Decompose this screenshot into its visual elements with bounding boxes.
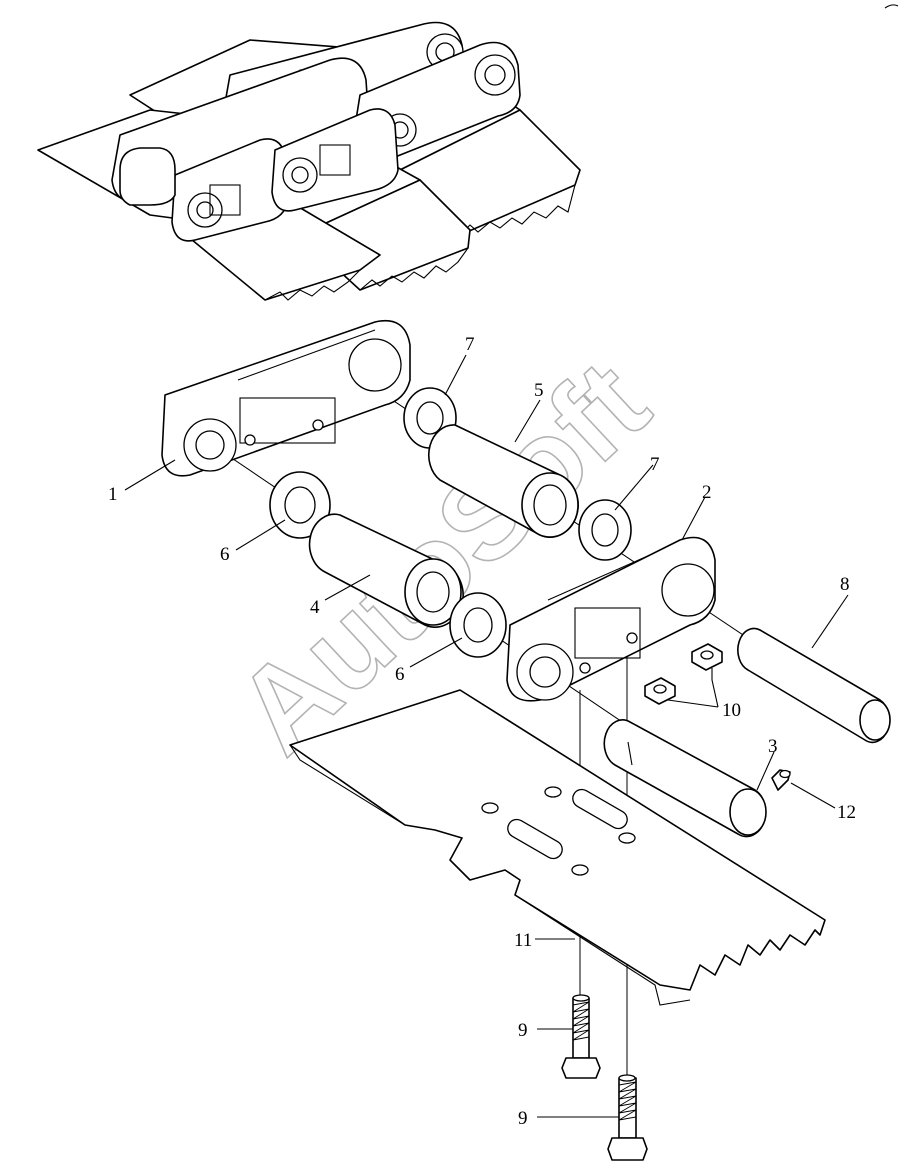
part-10-nut-upper xyxy=(691,643,723,671)
part-9-bolt-upper xyxy=(561,994,601,1079)
callout-1: 1 xyxy=(108,484,118,505)
corner-mark xyxy=(884,4,899,9)
part-6-ring-right xyxy=(449,592,507,658)
part-10-nut-lower xyxy=(644,677,676,705)
part-4-bushing xyxy=(308,513,464,628)
part-3-master-pin xyxy=(603,719,767,838)
callout-3: 3 xyxy=(768,736,778,757)
callout-8: 8 xyxy=(840,574,850,595)
part-8-track-pin xyxy=(737,627,891,744)
assembled-links-front xyxy=(119,108,399,242)
part-11-track-shoe xyxy=(289,689,826,1006)
assembled-track-chain xyxy=(37,21,581,301)
leader-lines xyxy=(124,354,849,1118)
part-2-track-link-right xyxy=(506,536,716,702)
callout-7-lower: 7 xyxy=(650,454,660,475)
callout-6-left: 6 xyxy=(220,544,230,565)
callout-9-upper: 9 xyxy=(518,1020,528,1041)
callout-4: 4 xyxy=(310,597,320,618)
callout-9-lower: 9 xyxy=(518,1108,528,1129)
part-5-bushing xyxy=(427,424,579,538)
part-9-bolt-lower xyxy=(607,1074,648,1161)
callout-labels: 1 6 4 6 7 5 7 2 8 10 3 12 11 9 9 xyxy=(108,334,856,1129)
callout-2: 2 xyxy=(702,482,712,503)
callout-11: 11 xyxy=(514,930,532,951)
callout-10: 10 xyxy=(722,700,741,721)
part-12-lock-pin xyxy=(771,769,791,791)
part-6-ring-left xyxy=(269,471,331,539)
part-7-seal-ring-lower xyxy=(578,499,632,561)
callout-12: 12 xyxy=(837,802,856,823)
part-1-track-link-left xyxy=(161,320,411,477)
callout-6-right: 6 xyxy=(395,664,405,685)
callout-5: 5 xyxy=(534,380,544,401)
callout-7-upper: 7 xyxy=(465,334,475,355)
